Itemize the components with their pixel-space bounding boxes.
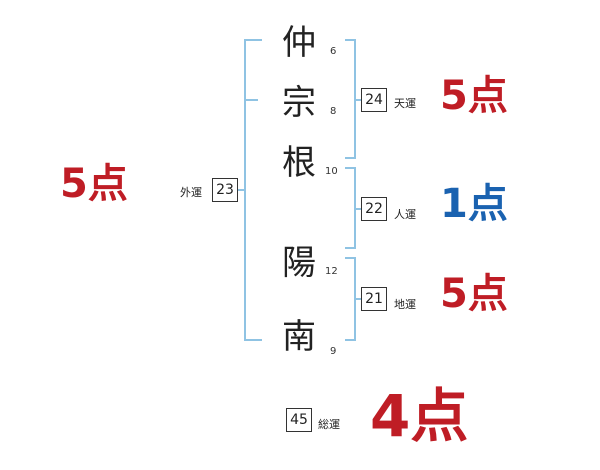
chiun-bracket (345, 257, 356, 341)
souun-score: 4点 (370, 382, 469, 450)
tenun-label: 天運 (394, 97, 416, 110)
stroke-count-3: 10 (325, 166, 338, 177)
name-char-3: 根 (282, 143, 316, 183)
name-char-1: 仲 (282, 23, 316, 63)
name-char-4: 陽 (282, 243, 316, 283)
tenun-score: 5点 (440, 73, 508, 119)
jinun-score: 1点 (440, 181, 508, 227)
name-char-2: 宗 (282, 83, 316, 123)
outer-bracket (244, 39, 262, 341)
jinun-bracket (345, 167, 356, 249)
souun-label: 総運 (318, 418, 340, 431)
jinun-value-box: 22 (361, 197, 387, 221)
jinun-label: 人運 (394, 208, 416, 221)
tenun-bracket (345, 39, 356, 159)
stroke-count-4: 12 (325, 266, 338, 277)
stroke-count-5: 9 (330, 346, 337, 357)
stroke-count-1: 6 (330, 46, 337, 57)
chiun-score: 5点 (440, 271, 508, 317)
name-char-5: 南 (282, 317, 316, 357)
gaiun-score: 5点 (60, 161, 128, 207)
chiun-label: 地運 (394, 298, 416, 311)
stroke-count-2: 8 (330, 106, 337, 117)
chiun-value-box: 21 (361, 287, 387, 311)
souun-value-box: 45 (286, 408, 312, 432)
gaiun-value-box: 23 (212, 178, 238, 202)
gaiun-label: 外運 (180, 186, 202, 199)
tenun-value-box: 24 (361, 88, 387, 112)
